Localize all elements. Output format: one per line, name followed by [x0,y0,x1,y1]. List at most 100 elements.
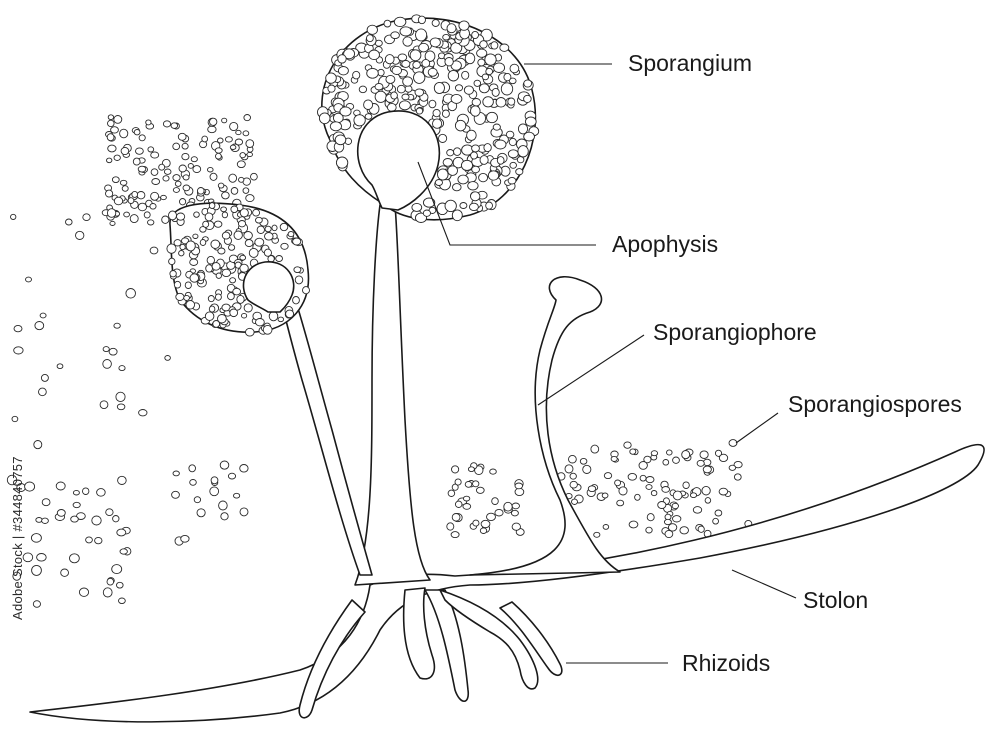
spore [464,481,473,488]
spore [579,457,588,465]
spore [229,308,239,318]
spore [123,211,130,218]
spore [666,449,673,456]
spore [245,194,255,203]
spore [480,519,491,529]
spore [590,444,600,454]
spore [681,450,691,460]
spore [119,179,128,186]
spore [158,163,166,171]
spore [10,213,17,220]
spore [127,197,135,204]
spore [239,464,249,473]
spore [473,79,482,87]
spore [143,211,151,219]
spore [467,466,475,473]
spore [242,187,250,194]
spore [337,54,347,64]
spore [523,79,533,88]
spore [390,31,400,40]
spore [438,133,448,143]
spore [471,30,479,40]
spore [243,114,251,122]
spore [190,156,198,163]
spore [385,74,396,84]
spore [106,133,115,142]
spore [236,160,246,169]
spore [111,564,123,575]
spore [173,280,182,289]
spore [492,62,506,73]
spore [113,115,123,124]
spore [233,230,243,240]
sporangiophore-left [281,301,373,576]
spore [422,209,431,217]
spore [623,441,632,449]
spore [132,157,141,166]
spore [185,240,196,252]
spore [516,156,525,164]
spore [205,264,213,273]
spore [197,187,205,195]
spore [250,172,258,181]
spore [91,515,102,526]
spore [587,485,597,493]
spore [175,292,185,301]
spore [118,365,126,372]
spore [184,281,192,289]
spore [82,213,91,222]
spore [523,131,535,142]
spore [133,129,141,136]
spore [32,600,41,608]
spore [468,202,479,212]
spore [40,373,49,382]
spore [517,123,529,135]
spore [368,49,380,61]
spore [229,121,239,132]
spore [485,67,494,76]
spore [109,220,116,226]
spore [219,460,230,470]
spore [217,314,227,324]
spore [218,500,228,511]
spore [446,149,455,157]
spore [335,156,349,169]
spore [471,144,480,153]
spore [421,58,431,68]
spore [149,246,159,255]
label-rhizoids: Rhizoids [682,650,770,676]
spore [479,527,488,534]
spore [147,219,155,226]
spore [243,303,253,313]
spore [36,553,47,562]
spore [661,486,671,493]
spore [11,415,19,423]
spore [645,484,653,490]
spore [614,479,622,487]
spore [424,50,436,62]
spore [386,102,397,112]
spore [232,287,242,296]
spore [458,20,470,31]
spore [107,119,115,128]
spore [30,533,42,543]
spore [453,147,462,156]
spore [82,487,90,495]
spore [106,208,117,218]
spore [72,501,81,509]
spore [145,119,152,126]
spore [41,517,49,524]
spore [714,449,723,457]
spore [262,324,273,335]
spore [75,230,85,240]
spore [610,455,618,462]
apophysis-left [242,261,295,313]
spore [481,73,490,81]
spore [176,212,186,221]
spore [213,220,223,228]
spore [211,262,221,271]
spore [337,66,349,76]
spore [293,266,302,274]
spore [160,194,167,201]
spore [470,191,481,202]
